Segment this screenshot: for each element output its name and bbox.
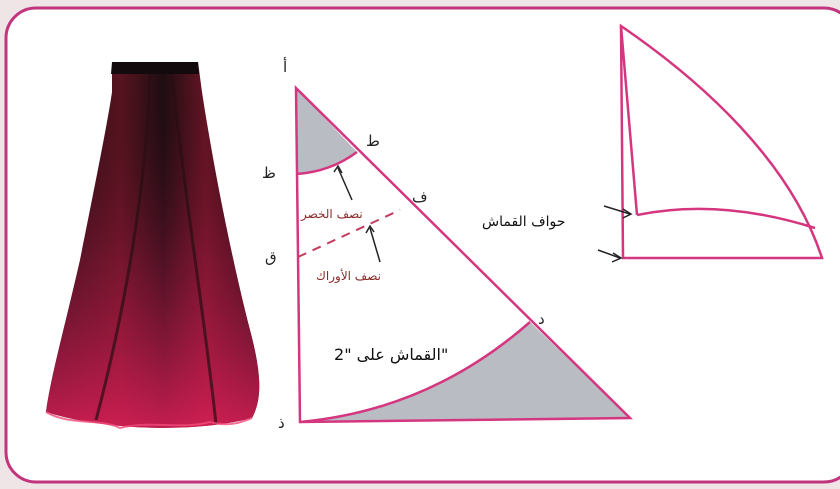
skirt-pattern: أ ط ظ ف ق د ذ نصف الخصر نصف الأوراك القم… [262, 57, 634, 432]
folded-inner-edge [619, 25, 639, 216]
point-zah-label: ظ [262, 164, 276, 182]
waist-arrow [337, 167, 353, 201]
fabric-edges-label: حواف القماش [482, 214, 565, 230]
point-thal-label: ذ [278, 414, 285, 432]
folded-inner-curve [636, 207, 816, 230]
waist-curve-shade [296, 88, 357, 174]
folded-outline [619, 23, 824, 260]
point-dal-label: د [538, 310, 545, 328]
folded-pattern: حواف القماش [482, 23, 824, 263]
maxi-skirt-icon [45, 62, 260, 430]
waist-curve [295, 150, 358, 176]
point-tah-label: ط [366, 132, 380, 150]
hem-curve-shade [300, 322, 630, 422]
point-feh-label: ف [412, 188, 428, 206]
hip-line [297, 209, 401, 258]
half-hips-label: نصف الأوراك [316, 268, 381, 284]
fabric-fold-label: القماش على "2" [334, 345, 448, 364]
point-alif-label: أ [283, 57, 287, 76]
edge-arrow-lower [597, 249, 621, 259]
half-waist-label: نصف الخصر [300, 207, 363, 222]
pattern-triangle [294, 84, 634, 424]
edge-arrow-upper [603, 205, 631, 215]
hem-curve [299, 321, 531, 424]
point-qaf-label: ق [265, 248, 277, 266]
hips-arrow [369, 227, 381, 263]
